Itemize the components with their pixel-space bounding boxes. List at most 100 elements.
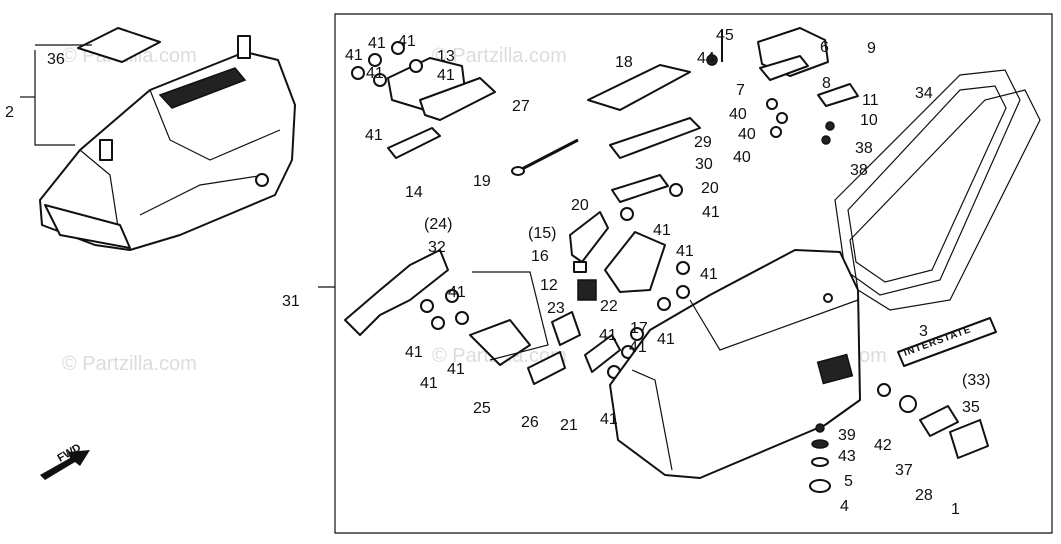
seal-34-inner — [847, 85, 1007, 283]
part-5 — [811, 457, 829, 467]
part-44 — [706, 54, 718, 66]
part-20 — [611, 174, 669, 203]
nut-41-d — [373, 73, 387, 87]
part-27 — [419, 77, 496, 121]
lid-edge — [631, 369, 673, 471]
nut-41-b — [368, 53, 382, 67]
part-label-39: 39 — [838, 427, 856, 444]
part-7 — [759, 55, 809, 81]
fwd-arrow-icon — [40, 450, 90, 480]
part-22 — [604, 231, 666, 293]
saddlebag-handle-recess — [158, 67, 247, 109]
part-17-plate — [551, 311, 581, 346]
part-label-41: 41 — [345, 47, 363, 64]
part-25-outline — [472, 271, 549, 361]
nut-41-a — [351, 66, 365, 80]
part-label-41: 41 — [366, 65, 384, 82]
part-label-41: 41 — [398, 33, 416, 50]
bracket-2 — [34, 50, 75, 146]
nut-41-q — [630, 327, 644, 341]
part-label-31: 31 — [282, 293, 300, 310]
nut-41-i — [420, 299, 434, 313]
part-label-42: 42 — [874, 437, 892, 454]
part-label-13: 13 — [437, 48, 455, 65]
forward-arrow: FWD — [40, 442, 90, 480]
part-label-41: 41 — [653, 222, 671, 239]
rod-19 — [511, 138, 579, 176]
lid-screw — [823, 293, 833, 303]
part-label-32: 32 — [428, 239, 446, 256]
part-18-plate — [587, 64, 691, 111]
part-label-41: 41 — [448, 284, 466, 301]
saddlebag-strap — [139, 174, 266, 216]
part-16 — [569, 211, 609, 263]
saddlebag-hinge-b — [99, 139, 113, 161]
nut-41-k — [455, 311, 469, 325]
decal-36 — [77, 27, 161, 63]
part-label-17: 17 — [630, 320, 648, 337]
part-label-1: 1 — [951, 501, 960, 518]
lower-hardware — [809, 383, 989, 493]
part-label-38: 38 — [850, 162, 868, 179]
part-label-4: 4 — [840, 498, 849, 515]
part-label-44: 44 — [697, 50, 715, 67]
hinge-hardware — [351, 41, 496, 159]
watermark-2: © Partzilla.com — [432, 45, 567, 67]
part-label-37: 37 — [895, 462, 913, 479]
nut-41-f — [620, 207, 634, 221]
part-label-26: 26 — [521, 414, 539, 431]
washer-40-c — [770, 126, 782, 138]
part-label-30: 30 — [695, 156, 713, 173]
part-label-41: 41 — [657, 331, 675, 348]
part-label-24: (24) — [424, 216, 452, 233]
part-14 — [387, 127, 441, 159]
part-label-11: 11 — [862, 92, 879, 109]
part-label-18: 18 — [615, 54, 633, 71]
part-10 — [817, 83, 859, 107]
right-saddlebag-lid — [609, 249, 861, 479]
part-label-41: 41 — [600, 411, 618, 428]
part-37 — [899, 395, 917, 413]
saddlebag-latch — [255, 173, 269, 187]
seal-3 — [849, 89, 1041, 311]
nut-41-m — [676, 285, 690, 299]
part-label-3: 3 — [919, 323, 928, 340]
part-label-8: 8 — [822, 75, 831, 92]
washer-40-a — [766, 98, 778, 110]
part-label-25: 25 — [473, 400, 491, 417]
part-label-41: 41 — [676, 243, 694, 260]
part-label-28: 28 — [915, 487, 933, 504]
part-26 — [527, 351, 566, 385]
part-label-41: 41 — [700, 266, 718, 283]
part-38-b — [821, 135, 831, 145]
washer-40-b — [776, 112, 788, 124]
part-label-9: 9 — [867, 40, 876, 57]
lid-shell — [609, 249, 861, 479]
part-label-40: 40 — [738, 126, 756, 143]
part-39 — [815, 423, 825, 433]
part-43 — [811, 439, 829, 449]
part-label-33: (33) — [962, 372, 990, 389]
part-label-20: 20 — [701, 180, 719, 197]
part-label-12: 12 — [540, 277, 558, 294]
part-label-43: 43 — [838, 448, 856, 465]
bracket-set-29-30 — [609, 117, 701, 221]
part-38-a — [825, 121, 835, 131]
part-label-16: 16 — [531, 248, 549, 265]
part-label-36: 36 — [47, 51, 65, 68]
emblem-33: INTERSTATE — [897, 317, 997, 367]
part-label-41: 41 — [702, 204, 720, 221]
part-1 — [949, 419, 989, 459]
part-label-41: 41 — [629, 339, 647, 356]
mount-brackets — [344, 211, 690, 385]
watermark-3: © Partzilla.com — [62, 353, 197, 375]
emblem-plate — [897, 317, 997, 367]
part-label-10: 10 — [860, 112, 878, 129]
part-28 — [919, 405, 959, 437]
part-label-41: 41 — [368, 35, 386, 52]
part-label-29: 29 — [694, 134, 712, 151]
part-label-41: 41 — [447, 361, 465, 378]
nut-41-c — [391, 41, 405, 55]
part-42 — [877, 383, 891, 397]
